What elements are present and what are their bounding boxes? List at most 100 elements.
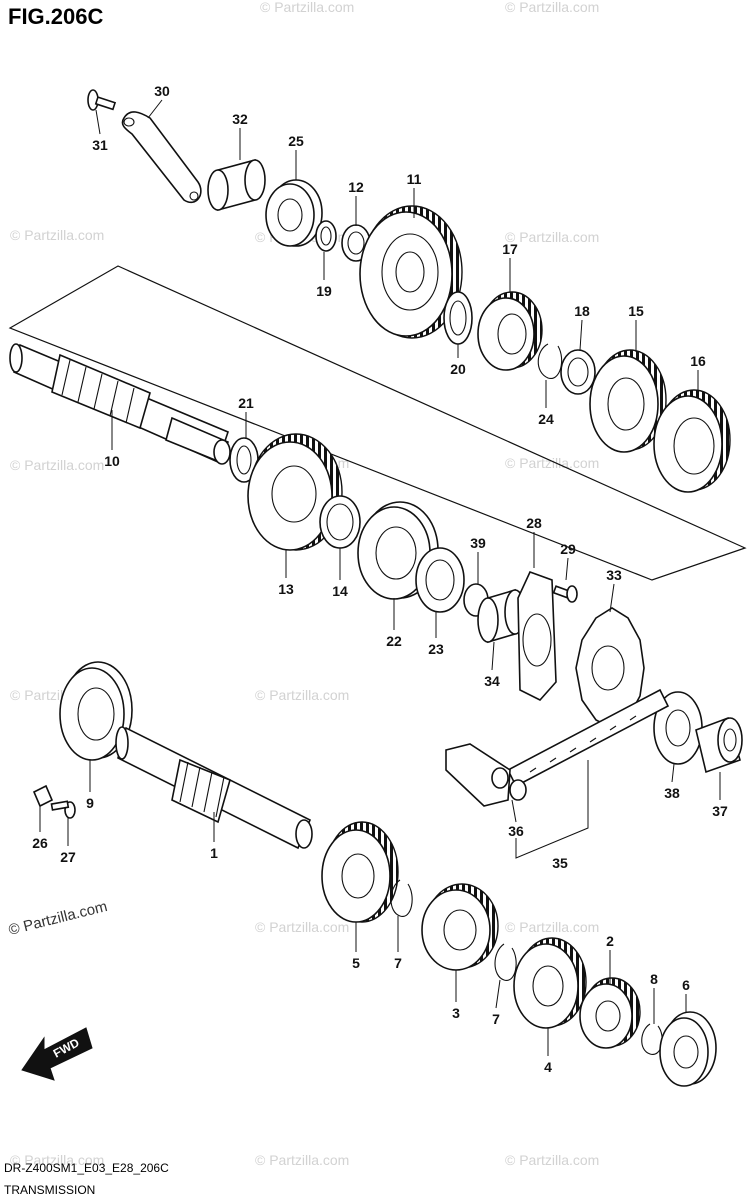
circlip-7b bbox=[494, 943, 517, 981]
watermark: © Partzilla.com bbox=[10, 227, 104, 243]
callout-7b: 7 bbox=[492, 1011, 500, 1027]
watermark: © Partzilla.com bbox=[10, 457, 104, 473]
callout-5: 5 bbox=[352, 955, 360, 971]
callout-11: 11 bbox=[407, 171, 422, 187]
gear-4 bbox=[513, 937, 587, 1029]
screw-29 bbox=[552, 585, 578, 603]
gear-11 bbox=[359, 205, 463, 339]
callout-13: 13 bbox=[278, 581, 294, 597]
callout-33: 33 bbox=[606, 567, 622, 583]
callout-23: 23 bbox=[428, 641, 444, 657]
callout-34: 34 bbox=[484, 673, 500, 689]
callouts: 30 31 32 25 12 11 19 17 18 15 16 20 24 2… bbox=[32, 83, 728, 1075]
watermark: © Partzilla.com bbox=[260, 0, 354, 15]
callout-26: 26 bbox=[32, 835, 48, 851]
bearing-6 bbox=[659, 1011, 717, 1087]
callout-29: 29 bbox=[560, 541, 576, 557]
bushing-14 bbox=[319, 495, 361, 549]
bushing-32 bbox=[207, 158, 266, 212]
mainshaft-1 bbox=[115, 726, 313, 850]
callout-9: 9 bbox=[86, 795, 94, 811]
gear-2 bbox=[579, 977, 641, 1049]
callout-21: 21 bbox=[238, 395, 254, 411]
screw-27 bbox=[50, 800, 76, 819]
washer-19 bbox=[315, 220, 337, 252]
gear-15 bbox=[589, 349, 667, 453]
callout-2: 2 bbox=[606, 933, 614, 949]
callout-10: 10 bbox=[104, 453, 120, 469]
figure-title: FIG.206C bbox=[8, 4, 103, 29]
washer-8 bbox=[641, 1023, 663, 1055]
callout-22: 22 bbox=[386, 633, 402, 649]
washer-hole bbox=[236, 445, 252, 475]
leader-lines bbox=[39, 99, 721, 1056]
callout-31: 31 bbox=[92, 137, 108, 153]
callout-17: 17 bbox=[502, 241, 518, 257]
watermark: © Partzilla.com bbox=[255, 1152, 349, 1168]
callout-28: 28 bbox=[526, 515, 542, 531]
gear-3 bbox=[421, 883, 499, 971]
circlip-7a bbox=[390, 879, 413, 917]
watermark: © Partzilla.com bbox=[505, 919, 599, 935]
footer-code: DR-Z400SM1_E03_E28_206C bbox=[4, 1161, 169, 1175]
footer-section: TRANSMISSION bbox=[4, 1183, 95, 1197]
callout-12: 12 bbox=[348, 179, 364, 195]
callout-20: 20 bbox=[450, 361, 466, 377]
countershaft-group-box bbox=[8, 265, 747, 581]
callout-24: 24 bbox=[538, 411, 554, 427]
watermark: © Partzilla.com bbox=[505, 1152, 599, 1168]
watermark: © Partzilla.com bbox=[505, 0, 599, 15]
callout-32: 32 bbox=[232, 111, 248, 127]
callout-18: 18 bbox=[574, 303, 590, 319]
nut-37 bbox=[695, 716, 743, 774]
callout-8: 8 bbox=[650, 971, 658, 987]
callout-6: 6 bbox=[682, 977, 690, 993]
watermark: © Partzilla.com bbox=[255, 687, 349, 703]
callout-27: 27 bbox=[60, 849, 76, 865]
callout-1: 1 bbox=[210, 845, 218, 861]
retainer-26 bbox=[32, 784, 54, 808]
screw-31 bbox=[87, 89, 117, 111]
callout-15: 15 bbox=[628, 303, 644, 319]
callout-3: 3 bbox=[452, 1005, 460, 1021]
chain-35 bbox=[506, 688, 670, 788]
washer-hole bbox=[320, 226, 332, 246]
gear-17 bbox=[477, 291, 543, 371]
washer-hole bbox=[449, 300, 467, 336]
washer-20 bbox=[443, 291, 473, 345]
washer-18 bbox=[560, 349, 596, 395]
lever-hole bbox=[189, 191, 199, 201]
watermark-dark: © Partzilla.com bbox=[7, 898, 109, 939]
circlip-24 bbox=[537, 343, 563, 379]
bearing-22 bbox=[357, 501, 439, 600]
oil-seal-23 bbox=[415, 547, 465, 613]
plate-28 bbox=[517, 570, 557, 701]
callout-36: 36 bbox=[508, 823, 524, 839]
callout-7a: 7 bbox=[394, 955, 402, 971]
watermark: © Partzilla.com bbox=[505, 455, 599, 471]
callout-19: 19 bbox=[316, 283, 332, 299]
callout-25: 25 bbox=[288, 133, 304, 149]
callout-38: 38 bbox=[664, 785, 680, 801]
fwd-arrow: FWD bbox=[21, 1027, 93, 1081]
chain-joint-36 bbox=[445, 743, 527, 807]
callout-39: 39 bbox=[470, 535, 486, 551]
callout-16: 16 bbox=[690, 353, 706, 369]
watermark: © Partzilla.com bbox=[10, 1152, 104, 1168]
lever-hole bbox=[123, 117, 135, 127]
countershaft-10 bbox=[9, 343, 231, 465]
callout-30: 30 bbox=[154, 83, 170, 99]
washer-hole bbox=[567, 357, 589, 387]
callout-37: 37 bbox=[712, 803, 728, 819]
watermark: © Partzilla.com bbox=[505, 229, 599, 245]
bearing-9 bbox=[59, 661, 133, 761]
gear-5 bbox=[321, 821, 399, 923]
bearing-25 bbox=[265, 179, 323, 247]
gear-16 bbox=[653, 389, 731, 493]
callout-35: 35 bbox=[552, 855, 568, 871]
lever-30 bbox=[121, 111, 202, 204]
callout-4: 4 bbox=[544, 1059, 552, 1075]
callout-14: 14 bbox=[332, 583, 348, 599]
watermark: © Partzilla.com bbox=[255, 919, 349, 935]
